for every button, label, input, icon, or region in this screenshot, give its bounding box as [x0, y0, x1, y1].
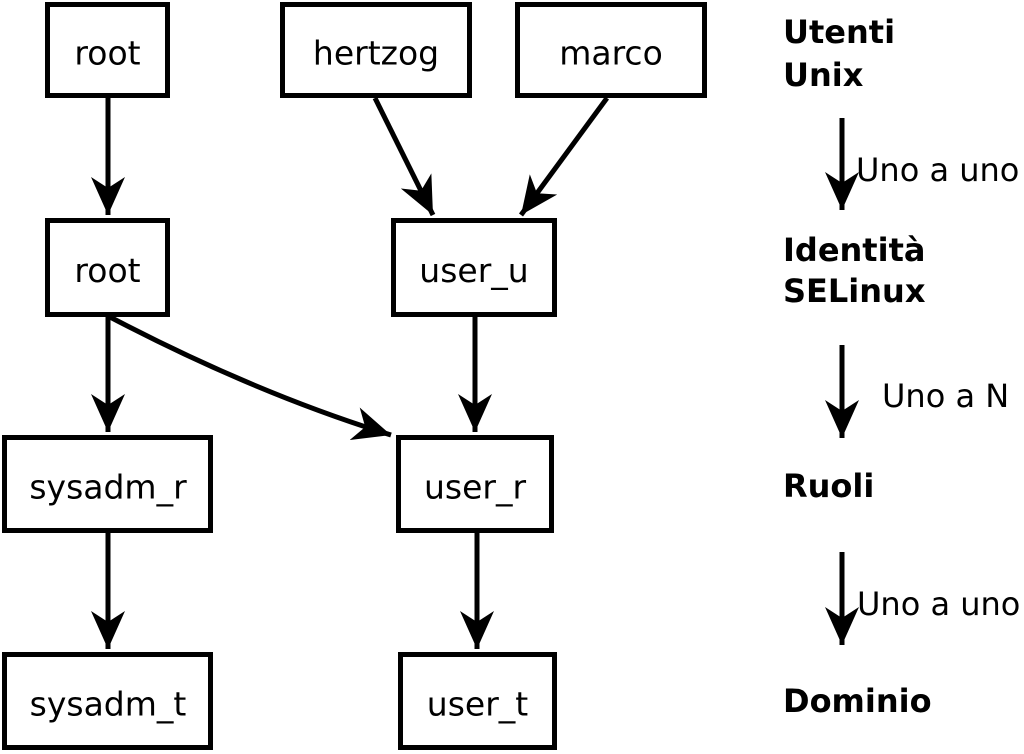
box-domain-user-t-rect [398, 652, 557, 750]
legend-selinux-label: SELinux [783, 272, 926, 310]
box-unix-marco: marco [515, 2, 707, 98]
box-domain-user-t-label: user_t [427, 685, 528, 724]
legend-uno-a-uno-1-label: Uno a uno [856, 151, 1019, 189]
box-domain-sysadm-t-label: sysadm_t [30, 685, 187, 724]
box-unix-root: root [45, 2, 170, 98]
legend-uno-a-uno-2-label: Uno a uno [857, 585, 1020, 623]
arrow-selinux-root-to-user-r [108, 314, 392, 441]
box-role-user-r-rect [396, 435, 554, 533]
box-unix-marco-rect [515, 2, 707, 98]
box-role-sysadm-r-label: sysadm_r [29, 468, 187, 507]
arrow-hertzog-to-user-u [372, 96, 436, 217]
legend-identita-label: Identità [783, 231, 925, 269]
box-selinux-user-u-rect [391, 218, 557, 317]
box-domain-sysadm-t: sysadm_t [2, 652, 213, 750]
box-selinux-user-u-label: user_u [419, 251, 528, 290]
box-domain-user-t: user_t [398, 652, 557, 750]
box-unix-root-rect [45, 2, 170, 98]
box-unix-hertzog-rect [280, 2, 472, 98]
box-selinux-root-label: root [74, 251, 140, 290]
box-role-user-r-label: user_r [424, 468, 526, 507]
legend-uno-a-n-label: Uno a N [882, 377, 1009, 415]
box-role-sysadm-r: sysadm_r [2, 435, 213, 533]
box-role-sysadm-r-rect [2, 435, 213, 533]
box-domain-sysadm-t-rect [2, 652, 213, 750]
box-role-user-r: user_r [396, 435, 554, 533]
legend-ruoli-label: Ruoli [783, 467, 874, 505]
box-unix-hertzog-label: hertzog [313, 34, 439, 73]
legend-utenti-label: Utenti [783, 13, 895, 51]
box-unix-marco-label: marco [559, 34, 663, 73]
legend-unix-label: Unix [783, 56, 864, 94]
box-unix-root-label: root [74, 34, 140, 73]
arrow-marco-to-user-u [518, 96, 610, 217]
box-selinux-root-rect [45, 218, 170, 317]
box-unix-hertzog: hertzog [280, 2, 472, 98]
legend-dominio-label: Dominio [783, 682, 932, 720]
box-selinux-user-u: user_u [391, 218, 557, 317]
box-selinux-root: root [45, 218, 170, 317]
legend: Utenti Unix Uno a uno Identità SELinux U… [783, 13, 1020, 720]
